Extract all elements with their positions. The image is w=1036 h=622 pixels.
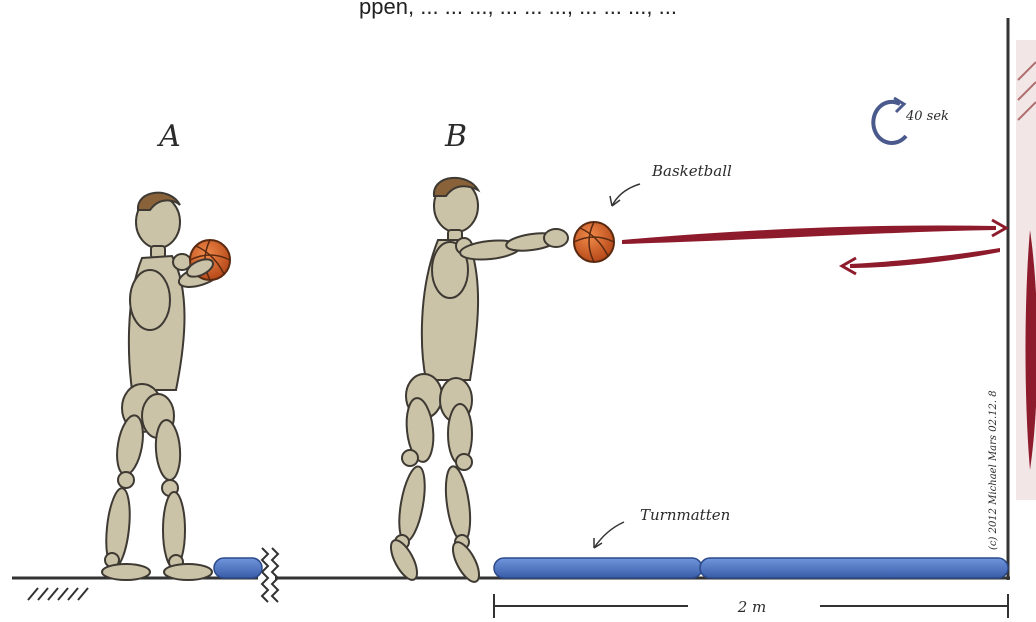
ball-b — [574, 222, 614, 262]
throw-arrow — [622, 220, 1006, 244]
label-b: B — [444, 119, 467, 154]
distance-label: 2 m — [737, 598, 767, 616]
gym-mats — [214, 558, 1008, 578]
timer-icon — [873, 98, 906, 143]
label-a: A — [156, 119, 181, 154]
distance-dimension: 2 m — [494, 594, 1008, 618]
label-mats: Turnmatten — [640, 506, 730, 524]
copyright-text: (c) 2012 Michael Mars 02.12. 8 — [988, 390, 999, 550]
return-arrow — [842, 248, 1000, 274]
mat-small — [214, 558, 262, 578]
figure-b — [386, 178, 568, 586]
timer-label: 40 sek — [905, 109, 949, 124]
wall — [1008, 18, 1036, 580]
mat-left — [494, 558, 702, 578]
pointer-arrow-mats — [594, 522, 624, 548]
mat-right — [700, 558, 1008, 578]
label-basketball: Basketball — [651, 162, 732, 180]
